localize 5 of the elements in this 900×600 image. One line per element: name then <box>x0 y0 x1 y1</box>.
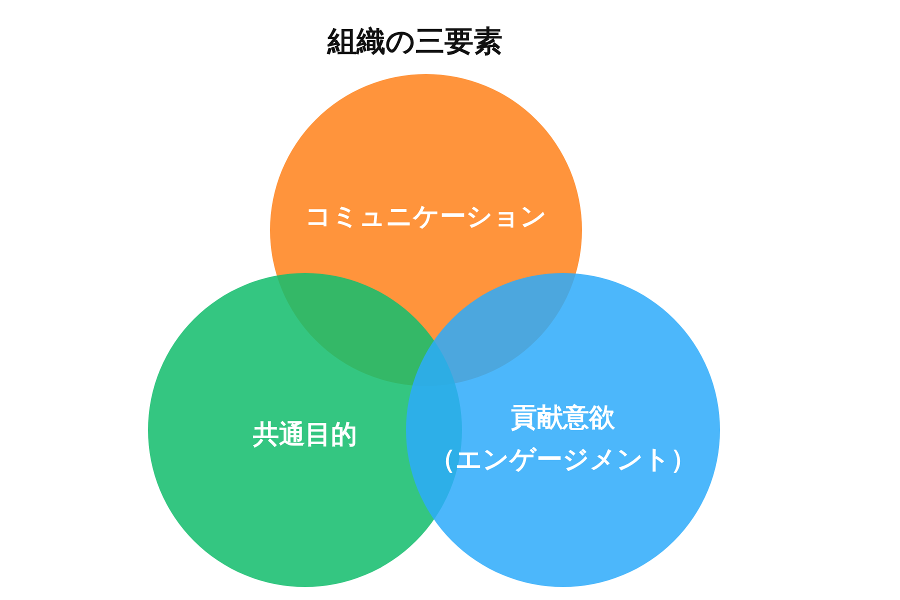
circle-label: （エンゲージメント） <box>430 444 696 477</box>
circle-label: コミュニケーション <box>305 201 547 234</box>
circle-label: 貢献意欲 <box>511 402 615 436</box>
diagram-title: 組織の三要素 <box>326 23 504 60</box>
circle-label: 共通目的 <box>253 419 357 452</box>
